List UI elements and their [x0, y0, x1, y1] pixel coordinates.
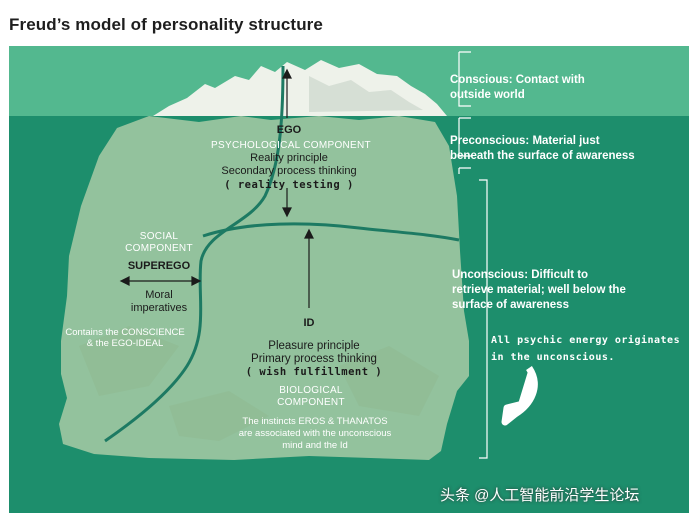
callout-line-1: All psychic energy originates — [491, 335, 681, 346]
iceberg-illustration — [9, 46, 689, 513]
unconscious-line-3: surface of awareness — [452, 298, 569, 311]
superego-moral-line-1: Moral — [145, 289, 173, 301]
ego-note: ( reality testing ) — [224, 179, 354, 191]
unconscious-line-1: Unconscious: Difficult to — [452, 269, 589, 281]
ego-principle: Reality principle — [250, 152, 328, 164]
arrows — [119, 68, 314, 308]
level-conscious: Conscious: Contact with outside world — [450, 73, 585, 103]
id-component-line-2: COMPONENT — [277, 396, 345, 408]
superego-contains-line-1: Contains the CONSCIENCE — [65, 327, 185, 338]
iceberg-tip-shadow — [309, 76, 423, 112]
preconscious-line-2: beneath the surface of awareness — [450, 149, 635, 162]
diagram-title: Freud’s model of personality structure — [9, 15, 323, 34]
conscious-line-2: outside world — [450, 88, 525, 101]
superego-boundary — [104, 65, 285, 443]
callout-line-2: in the unconscious. — [491, 351, 615, 363]
id-title: ID — [303, 317, 315, 329]
iceberg-shading — [79, 326, 439, 441]
conscious-line-1: Conscious: Contact with — [450, 74, 585, 86]
level-brackets — [458, 51, 488, 459]
level-preconscious: Preconscious: Material just beneath the … — [450, 134, 635, 164]
ego-component: PSYCHOLOGICAL COMPONENT — [211, 140, 371, 151]
preconscious-line-1: Preconscious: Material just — [450, 135, 600, 147]
unconscious-line-2: retrieve material; well below the — [452, 283, 626, 296]
ego-id-boundary — [202, 222, 460, 242]
id-note: ( wish fulfillment ) — [245, 366, 383, 378]
energy-callout: All psychic energy originates in the unc… — [491, 333, 680, 366]
superego-moral: Moral imperatives — [131, 289, 187, 314]
id-instincts: The instincts EROS & THANATOS are associ… — [239, 416, 392, 452]
superego-component-line-1: SOCIAL — [139, 231, 179, 242]
watermark: 头条 @人工智能前沿学生论坛 — [440, 487, 640, 504]
ego-title: EGO — [276, 124, 302, 136]
id-instincts-line-2: are associated with the unconscious — [238, 427, 392, 439]
id-instincts-line-1: The instincts EROS & THANATOS — [242, 416, 388, 427]
superego-title: SUPEREGO — [127, 260, 191, 272]
id-principle: Pleasure principle — [268, 340, 360, 352]
id-instincts-line-3: mind and the Id — [282, 439, 348, 451]
id-component: BIOLOGICAL COMPONENT — [277, 385, 345, 408]
id-component-line-1: BIOLOGICAL — [279, 385, 343, 396]
callout-arrow — [501, 366, 538, 426]
superego-contains: Contains the CONSCIENCE & the EGO-IDEAL — [65, 327, 185, 350]
iceberg-diagram: Conscious: Contact with outside world Pr… — [9, 46, 689, 513]
superego-component: SOCIAL COMPONENT — [125, 231, 193, 254]
superego-moral-line-2: imperatives — [130, 301, 188, 314]
level-unconscious: Unconscious: Difficult to retrieve mater… — [452, 268, 626, 313]
superego-contains-line-2: & the EGO-IDEAL — [86, 337, 164, 349]
ego-process: Secondary process thinking — [221, 165, 357, 177]
id-process: Primary process thinking — [251, 353, 377, 365]
superego-component-line-2: COMPONENT — [125, 242, 193, 254]
